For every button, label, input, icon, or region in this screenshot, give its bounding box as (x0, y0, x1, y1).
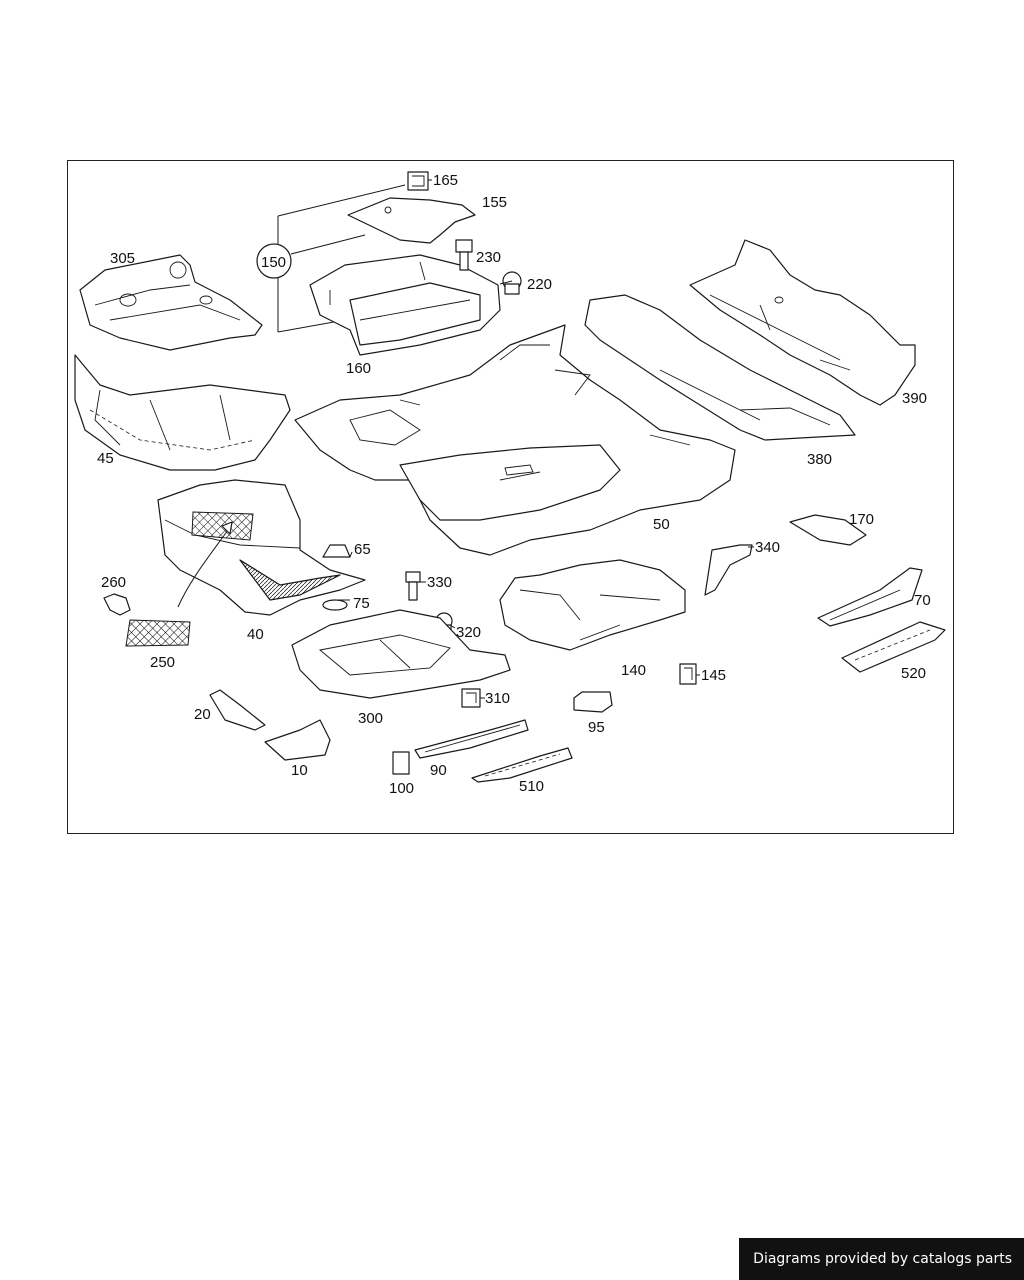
part-510-plate (471, 747, 573, 783)
footer-credit: Diagrams provided by catalogs parts (739, 1238, 1024, 1280)
part-310-clip (461, 688, 481, 708)
label-330: 330 (427, 574, 452, 591)
label-150: 150 (261, 254, 286, 271)
part-390-panel (689, 239, 916, 406)
part-330-bolt (405, 571, 421, 601)
part-165-clip (407, 171, 429, 191)
label-390: 390 (902, 390, 927, 407)
part-65-buffer (322, 544, 351, 558)
label-310: 310 (485, 690, 510, 707)
part-260-clip (103, 593, 131, 616)
label-70: 70 (914, 592, 931, 609)
label-165: 165 (433, 172, 458, 189)
label-250: 250 (150, 654, 175, 671)
label-155: 155 (482, 194, 507, 211)
label-140: 140 (621, 662, 646, 679)
part-170-pad (789, 514, 867, 546)
label-340: 340 (755, 539, 780, 556)
label-100: 100 (389, 780, 414, 797)
part-140-tray (499, 559, 686, 651)
part-155-mat (347, 197, 476, 244)
label-305: 305 (110, 250, 135, 267)
part-305-panel (79, 254, 263, 351)
part-340-bracket (704, 544, 753, 596)
diagram-frame (67, 160, 954, 834)
label-10: 10 (291, 762, 308, 779)
part-90-strip (414, 719, 529, 759)
part-20-piece (209, 689, 266, 731)
part-250-net (125, 619, 191, 647)
label-65: 65 (354, 541, 371, 558)
part-95-switch (573, 691, 613, 713)
label-145: 145 (701, 667, 726, 684)
label-90: 90 (430, 762, 447, 779)
group-150 (256, 184, 406, 333)
part-75-clip (322, 599, 348, 611)
label-230: 230 (476, 249, 501, 266)
label-95: 95 (588, 719, 605, 736)
part-40-carpet (157, 479, 366, 616)
part-50-carpet (294, 324, 736, 556)
part-380-carpet (584, 294, 856, 441)
part-300-tray (291, 609, 511, 699)
label-260: 260 (101, 574, 126, 591)
part-100-clip (392, 751, 410, 775)
label-75: 75 (353, 595, 370, 612)
part-520-plate (841, 621, 946, 673)
label-300: 300 (358, 710, 383, 727)
label-50: 50 (653, 516, 670, 533)
label-45: 45 (97, 450, 114, 467)
leader-lines (337, 179, 754, 699)
label-170: 170 (849, 511, 874, 528)
part-70-sill (817, 567, 923, 627)
label-40: 40 (247, 626, 264, 643)
part-160-tray (309, 254, 501, 356)
label-20: 20 (194, 706, 211, 723)
label-520: 520 (901, 665, 926, 682)
part-45-carpet (74, 354, 291, 471)
part-145-clip (679, 663, 697, 685)
label-160: 160 (346, 360, 371, 377)
label-320: 320 (456, 624, 481, 641)
part-labels: 165 155 150 230 220 305 160 45 390 380 5… (97, 172, 931, 797)
label-380: 380 (807, 451, 832, 468)
part-10-piece (264, 719, 331, 761)
part-230-bolt (455, 239, 473, 271)
label-510: 510 (519, 778, 544, 795)
label-220: 220 (527, 276, 552, 293)
